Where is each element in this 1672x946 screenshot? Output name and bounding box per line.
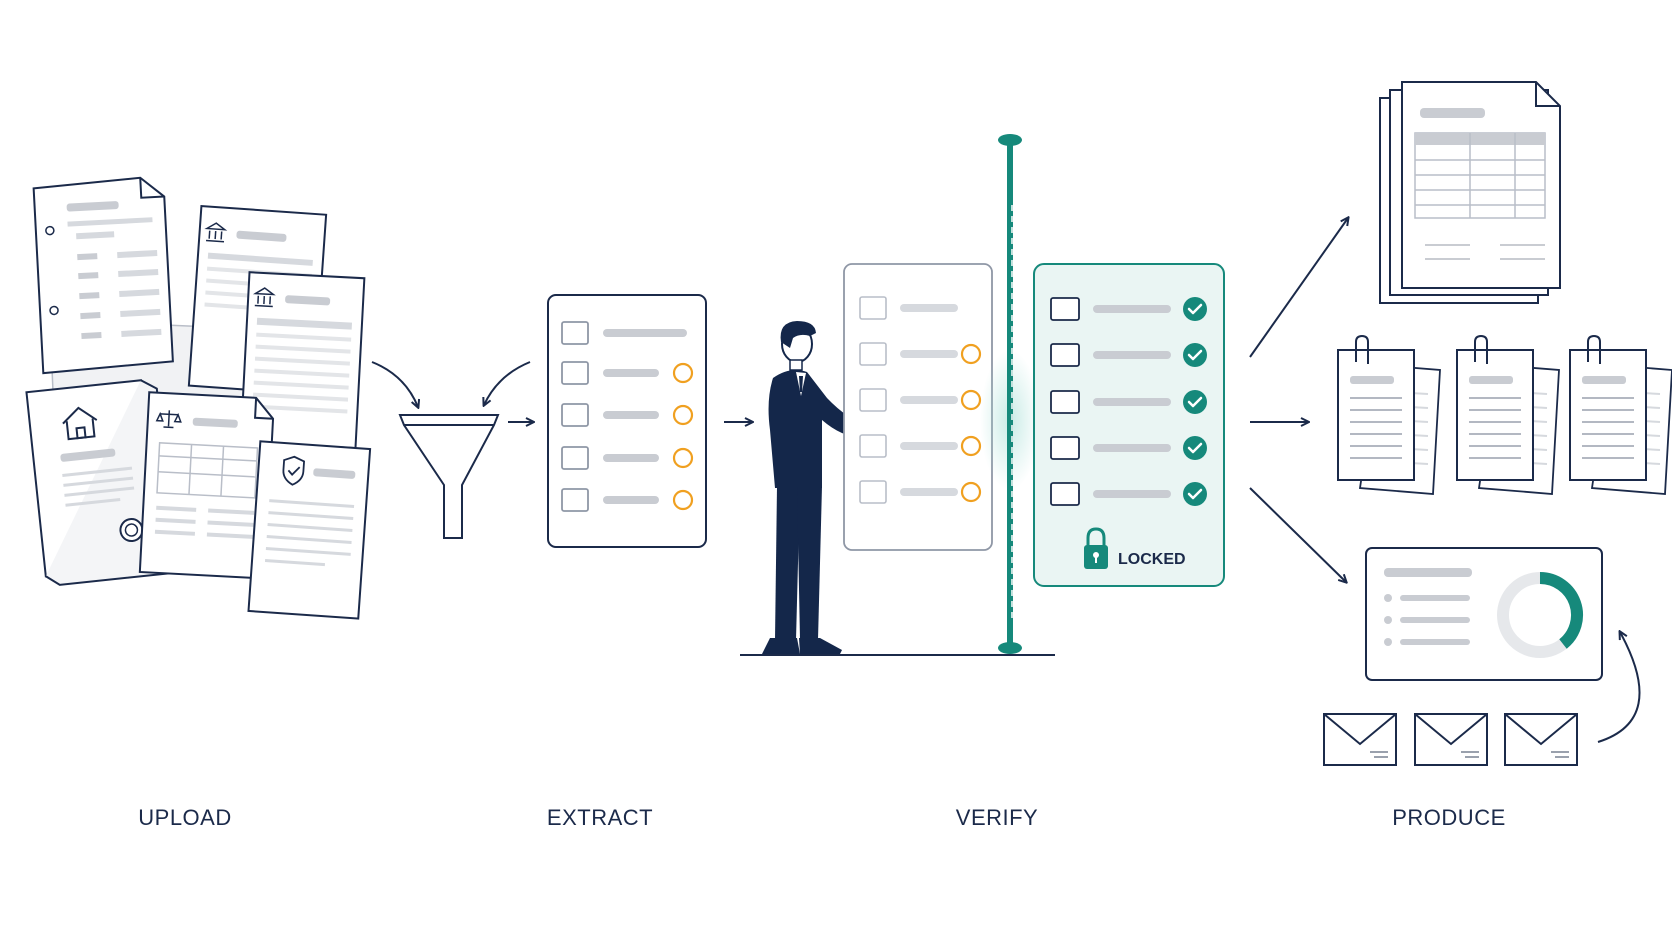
clipped-document bbox=[1570, 336, 1672, 494]
locked-label: LOCKED bbox=[1118, 551, 1186, 568]
dashboard-card bbox=[1366, 548, 1602, 680]
arrow-to-report-stack bbox=[1250, 218, 1348, 357]
stage-label-upload: UPLOAD bbox=[138, 805, 231, 831]
envelope-group bbox=[1324, 714, 1577, 765]
funnel-icon bbox=[400, 415, 498, 538]
envelope-icon bbox=[1324, 714, 1396, 765]
check-icon bbox=[1183, 343, 1207, 367]
check-icon bbox=[1183, 436, 1207, 460]
check-icon bbox=[1183, 482, 1207, 506]
envelope-icon bbox=[1415, 714, 1487, 765]
stage-label-extract: EXTRACT bbox=[547, 805, 653, 831]
upload-document-pile bbox=[26, 177, 370, 619]
arrow-envelopes-to-dashboard bbox=[1598, 632, 1640, 742]
stage-label-produce: PRODUCE bbox=[1392, 805, 1506, 831]
seal-icon bbox=[119, 518, 143, 542]
extract-card bbox=[548, 295, 706, 547]
verify-review-card bbox=[844, 264, 992, 550]
arrow-to-dashboard bbox=[1250, 488, 1346, 582]
report-stack bbox=[1380, 82, 1560, 303]
insurance-document bbox=[249, 441, 371, 618]
document-set-group bbox=[1338, 336, 1672, 494]
arrow-into-funnel-right bbox=[484, 362, 530, 405]
binder-document bbox=[33, 177, 173, 374]
envelope-icon bbox=[1505, 714, 1577, 765]
clipped-document bbox=[1338, 336, 1440, 494]
stage-label-verify: VERIFY bbox=[956, 805, 1038, 831]
locked-verified-card: LOCKED bbox=[1034, 264, 1224, 586]
check-icon bbox=[1183, 390, 1207, 414]
clipped-document bbox=[1457, 336, 1559, 494]
check-icon bbox=[1183, 297, 1207, 321]
arrow-into-funnel-left bbox=[372, 362, 418, 407]
